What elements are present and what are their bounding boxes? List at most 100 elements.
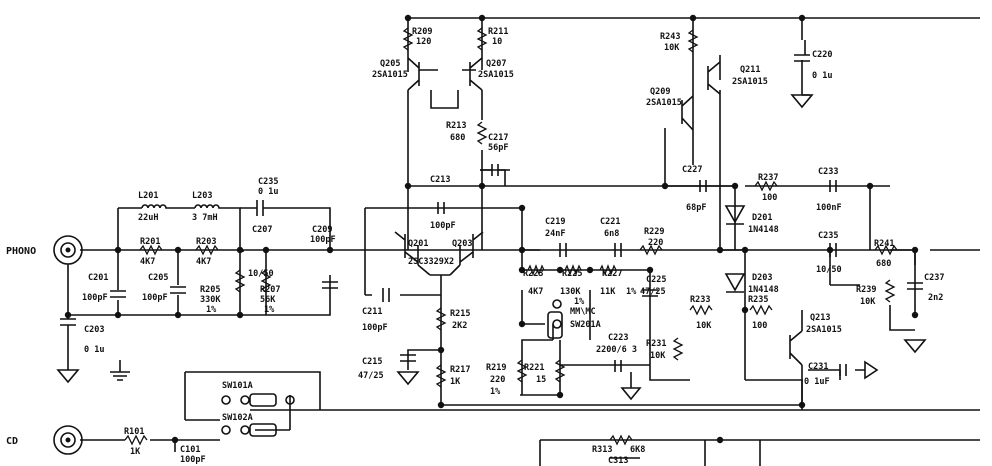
r225-ref: R225 (562, 269, 582, 279)
r235-value: 100 (752, 321, 767, 331)
phono-jack-icon[interactable] (53, 235, 83, 270)
r215-value: 2K2 (452, 321, 467, 331)
c227-value: 68pF (686, 203, 706, 213)
r207-value: 56K (260, 295, 276, 305)
c235b-ref: C235 (818, 231, 838, 241)
l201-ref: L201 (138, 191, 158, 201)
c207-ref: C207 (252, 225, 272, 235)
capacitor-c205-icon (170, 286, 186, 294)
c201-value: 100pF (82, 293, 108, 303)
c235b-value: 10/50 (816, 265, 842, 275)
capacitor-c233-icon (829, 180, 837, 192)
ground-c220-icon (790, 94, 814, 109)
ground-c223-icon (620, 372, 642, 401)
capacitor-c209-icon (322, 281, 338, 289)
ground-c101-icon (110, 360, 130, 381)
r227-ref: R227 (602, 269, 622, 279)
switch-sw101a-icon[interactable] (221, 393, 295, 407)
r213-ref: R213 (446, 121, 466, 131)
c217-ref: C217 (488, 133, 508, 143)
r207-tol: 1% (264, 305, 275, 315)
r227-value: 11K (600, 287, 616, 297)
r229-ref: R229 (644, 227, 664, 237)
c225-value: 47/25 (640, 287, 666, 297)
transistor-q205-icon (407, 57, 420, 91)
c231-ref: C231 (808, 362, 828, 372)
r235-ref: R235 (748, 295, 768, 305)
c221-value: 6n8 (604, 229, 619, 239)
c233-ref: C233 (818, 167, 838, 177)
c223-ref: C223 (608, 333, 628, 343)
switch-sw102a-icon[interactable] (221, 423, 277, 437)
c221-ref: C221 (600, 217, 620, 227)
q211-part: 2SA1015 (732, 77, 768, 87)
c237-ref: C237 (924, 273, 944, 283)
resistor-r201-icon (139, 244, 163, 256)
r221-ref: R221 (524, 363, 544, 373)
resistor-r209-icon (402, 27, 414, 51)
wiring (67, 17, 980, 466)
r243-ref: R243 (660, 32, 680, 42)
resistor-r205-icon (234, 269, 246, 293)
resistor-r231-icon (672, 337, 684, 361)
r237-ref: R237 (758, 173, 778, 183)
r241-value: 680 (876, 259, 891, 269)
c237-value: 2n2 (928, 293, 943, 303)
resistor-r225-icon (564, 264, 582, 276)
r225-tol: 1% (574, 297, 585, 307)
r241-ref: R241 (874, 239, 894, 249)
switch-sw201a-icon[interactable] (547, 299, 563, 339)
transistor-q209-icon (681, 95, 694, 131)
r219-ref: R219 (486, 363, 506, 373)
q201-ref: Q201 (408, 239, 428, 249)
q213-ref: Q213 (810, 313, 830, 323)
r205-tol: 1% (206, 305, 217, 315)
capacitor-c219-icon (559, 243, 567, 257)
cd-jack-icon[interactable] (53, 425, 83, 455)
sw201a-label: SW201A (570, 320, 601, 330)
resistor-r221-icon (554, 359, 566, 383)
c223-value: 2200/6 3 (596, 345, 637, 355)
r213-value: 680 (450, 133, 465, 143)
r207-ref: R207 (260, 285, 280, 295)
capacitor-c201-icon (110, 290, 126, 298)
q201-203-part: 2SC3329X2 (408, 257, 454, 267)
r227-tol: 1% (626, 287, 637, 297)
resistor-r227-icon (599, 264, 617, 276)
resistor-r235-icon (749, 304, 773, 316)
resistor-r239-icon (884, 279, 896, 303)
resistor-r223-icon (527, 264, 545, 276)
c233-value: 100nF (816, 203, 842, 213)
component-symbols (53, 27, 927, 466)
ground-c215-icon (396, 371, 420, 386)
capacitor-c215-icon (400, 354, 416, 362)
labels: PHONO CD L201 22uH L203 3 7mH R201 4K7 R… (6, 27, 944, 466)
c213-ref: C213 (430, 175, 450, 185)
resistor-r217-icon (435, 364, 447, 388)
capacitor-c220-icon (794, 54, 810, 62)
cd-label: CD (6, 436, 18, 447)
resistor-r237-icon (754, 180, 778, 192)
r211-ref: R211 (488, 27, 508, 37)
inductor-l203-icon (194, 204, 226, 209)
ground-c237-icon (903, 339, 927, 354)
c215-value: 47/25 (358, 371, 384, 381)
c219-value: 24nF (545, 229, 565, 239)
capacitor-c237-icon (907, 282, 923, 290)
capacitor-c211-icon (382, 288, 390, 302)
sw101a-label: SW101A (222, 381, 253, 391)
r221-value: 15 (536, 375, 546, 385)
r201-value: 4K7 (140, 257, 155, 267)
r225-value: 130K (560, 287, 581, 297)
r217-ref: R217 (450, 365, 470, 375)
r223-ref: R223 (523, 269, 543, 279)
d203-ref: D203 (752, 273, 772, 283)
r243-value: 10K (664, 43, 680, 53)
r209-ref: R209 (412, 27, 432, 37)
transistor-q207-icon (469, 57, 483, 91)
capacitor-c223-icon (614, 360, 622, 372)
r313-ref: R313 (592, 445, 612, 455)
c235a-ref: C235 (258, 177, 278, 187)
r219-tol: 1% (490, 387, 501, 397)
r229-value: 220 (648, 238, 663, 248)
